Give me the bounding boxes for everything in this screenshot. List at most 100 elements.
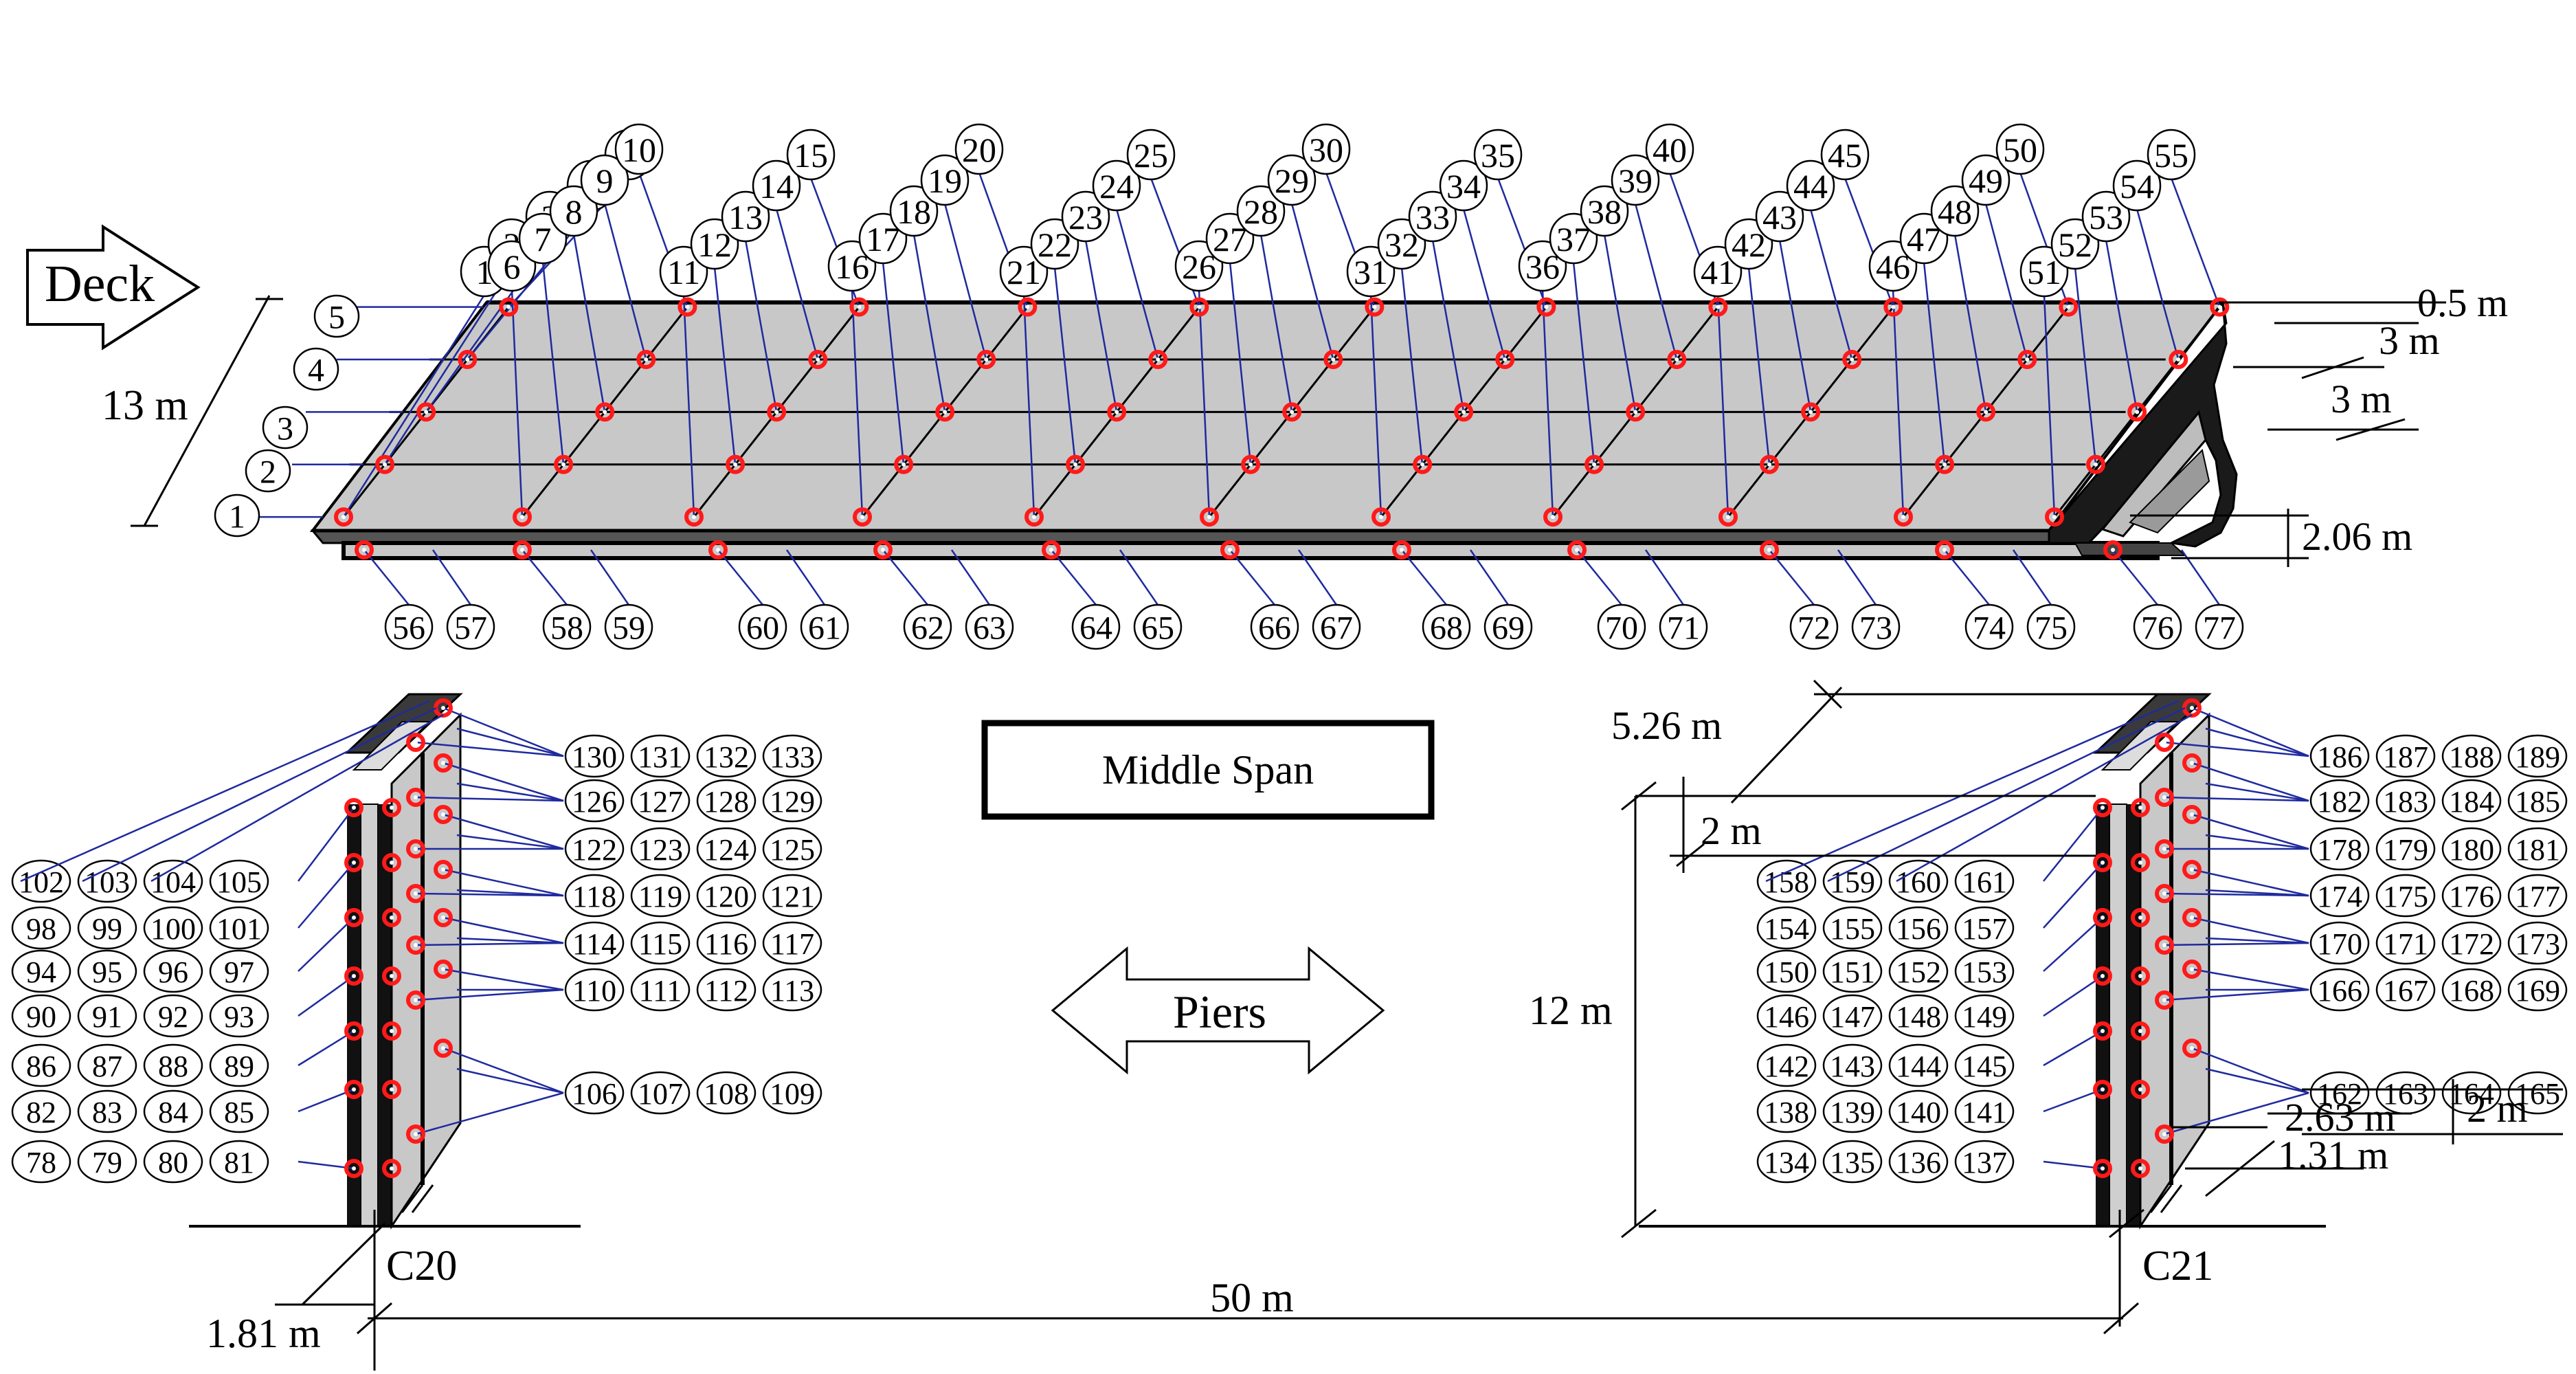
pier-c20-point-label-85: 85: [209, 1089, 269, 1133]
deck-sensor-34: [1495, 350, 1515, 369]
svg-text:154: 154: [1764, 912, 1809, 946]
svg-text:14: 14: [759, 167, 794, 206]
pier-c20-point-label-115: 115: [630, 921, 691, 965]
pier-c20-back-sensor-b-5: [406, 990, 425, 1010]
pier-c21-point-label-181: 181: [2507, 827, 2568, 871]
deck-row-label-4: 4: [293, 347, 339, 391]
deck-sensor-30: [1365, 297, 1385, 317]
deck-point-label-40: 40: [1645, 123, 1694, 175]
pier-c20-back-sensor-b-1: [406, 788, 425, 807]
svg-text:59: 59: [612, 610, 645, 646]
pier-c20-point-label-127: 127: [630, 779, 691, 823]
svg-text:110: 110: [572, 974, 616, 1008]
svg-text:165: 165: [2515, 1077, 2560, 1111]
deck-point-label-54: 54: [2112, 159, 2162, 212]
pier-c21-back-sensor-b-6: [2155, 1124, 2174, 1144]
svg-text:57: 57: [454, 610, 487, 646]
svg-text:39: 39: [1618, 162, 1653, 200]
pier-c20-point-label-83: 83: [77, 1089, 137, 1133]
deck-sensor-50: [2059, 297, 2079, 317]
pier-c20-point-label-112: 112: [696, 968, 757, 1012]
svg-text:7: 7: [535, 220, 552, 258]
pier-c21-front-sensor-2: [2093, 908, 2112, 927]
pier-c21-dimensions: [1621, 679, 2563, 1239]
svg-text:188: 188: [2449, 740, 2494, 774]
svg-text:103: 103: [85, 865, 130, 899]
pier-c20-point-label-91: 91: [77, 994, 137, 1038]
svg-text:160: 160: [1896, 865, 1941, 899]
deck-point-label-66: 66: [1250, 603, 1299, 650]
pier-c21-point-label-145: 145: [1954, 1043, 2015, 1087]
pier-c20-point-label-107: 107: [630, 1071, 691, 1115]
pier-c21-point-label-134: 134: [1756, 1140, 1817, 1184]
svg-text:162: 162: [2317, 1077, 2362, 1111]
pier-c21-point-label-143: 143: [1822, 1043, 1883, 1087]
pier-c20-point-label-92: 92: [143, 994, 203, 1038]
deck-sensor-31: [1371, 507, 1391, 527]
svg-text:175: 175: [2383, 880, 2428, 913]
svg-text:15: 15: [794, 136, 828, 175]
svg-text:136: 136: [1896, 1146, 1941, 1179]
svg-text:112: 112: [704, 974, 748, 1008]
pier-c21-point-label-177: 177: [2507, 874, 2568, 918]
deck-sensor-23: [1107, 402, 1127, 422]
svg-text:65: 65: [1141, 610, 1174, 646]
deck: Deck 12345678910111213141516171819202122…: [26, 123, 2244, 650]
pier-dim-2: 2 m: [2467, 1086, 2528, 1131]
pier-c21-point-label-176: 176: [2441, 874, 2502, 918]
deck-point-label-62: 62: [903, 603, 952, 650]
svg-text:3: 3: [277, 410, 293, 447]
pier-c20-point-label-105: 105: [209, 859, 269, 903]
pier-c20-point-label-129: 129: [762, 779, 822, 823]
pier-c21-front-sensor-4: [2093, 1021, 2112, 1041]
svg-text:42: 42: [1732, 225, 1766, 264]
deck-sensor-5: [499, 297, 519, 317]
pier-c21-back-sensor-a-4: [2182, 908, 2202, 927]
svg-text:117: 117: [770, 927, 814, 961]
svg-text:77: 77: [2203, 610, 2236, 646]
svg-text:158: 158: [1764, 865, 1809, 899]
deck-point-label-29: 29: [1267, 154, 1317, 206]
pier-c20-front2-sensor-4: [382, 1021, 401, 1041]
pier-c21-point-label-162: 162: [2309, 1071, 2370, 1115]
svg-text:132: 132: [704, 740, 749, 774]
pier-c20-back-sensor-a-4: [434, 908, 453, 927]
svg-text:93: 93: [224, 1000, 254, 1034]
svg-text:32: 32: [1385, 225, 1419, 264]
svg-text:92: 92: [158, 1000, 188, 1034]
pier-c21-point-label-175: 175: [2375, 874, 2436, 918]
svg-text:153: 153: [1962, 955, 2007, 989]
svg-text:1: 1: [229, 498, 245, 535]
deck-depth-dim: 2.06 m: [2302, 514, 2412, 559]
svg-text:169: 169: [2515, 974, 2560, 1008]
pier-c21-point-label-163: 163: [2375, 1071, 2436, 1115]
svg-text:79: 79: [92, 1146, 122, 1179]
pier-c21-point-label-139: 139: [1822, 1089, 1883, 1133]
pier-c20-point-label-126: 126: [564, 779, 625, 823]
pier-c21-point-label-137: 137: [1954, 1140, 2015, 1184]
svg-text:4: 4: [308, 352, 324, 388]
deck-point-label-74: 74: [1964, 603, 2014, 650]
svg-text:47: 47: [1907, 220, 1941, 258]
pier-c21-point-label-146: 146: [1756, 994, 1817, 1038]
svg-text:86: 86: [26, 1050, 56, 1083]
svg-text:99: 99: [92, 912, 122, 946]
pier-c21-front2-sensor-2: [2131, 908, 2150, 927]
deck-point-label-71: 71: [1659, 603, 1708, 650]
pier-c21-back-sensor-b-2: [2155, 839, 2174, 858]
deck-sensor-13: [767, 402, 787, 422]
deck-point-label-75: 75: [2026, 603, 2076, 650]
deck-point-label-69: 69: [1483, 603, 1533, 650]
svg-text:9: 9: [596, 162, 614, 200]
deck-row-label-3: 3: [262, 406, 309, 450]
pier-c20-back-sensor-a-3: [434, 860, 453, 879]
deck-point-label-68: 68: [1422, 603, 1471, 650]
deck-point-label-55: 55: [2147, 129, 2196, 181]
deck-end-section: [2048, 302, 2238, 556]
pier-c21-label: C21: [2142, 1243, 2213, 1289]
deck-arrow: [26, 224, 201, 351]
svg-text:155: 155: [1830, 912, 1875, 946]
deck-bottom-sensor-2: [708, 540, 728, 559]
pier-c21-point-label-158: 158: [1756, 859, 1817, 903]
